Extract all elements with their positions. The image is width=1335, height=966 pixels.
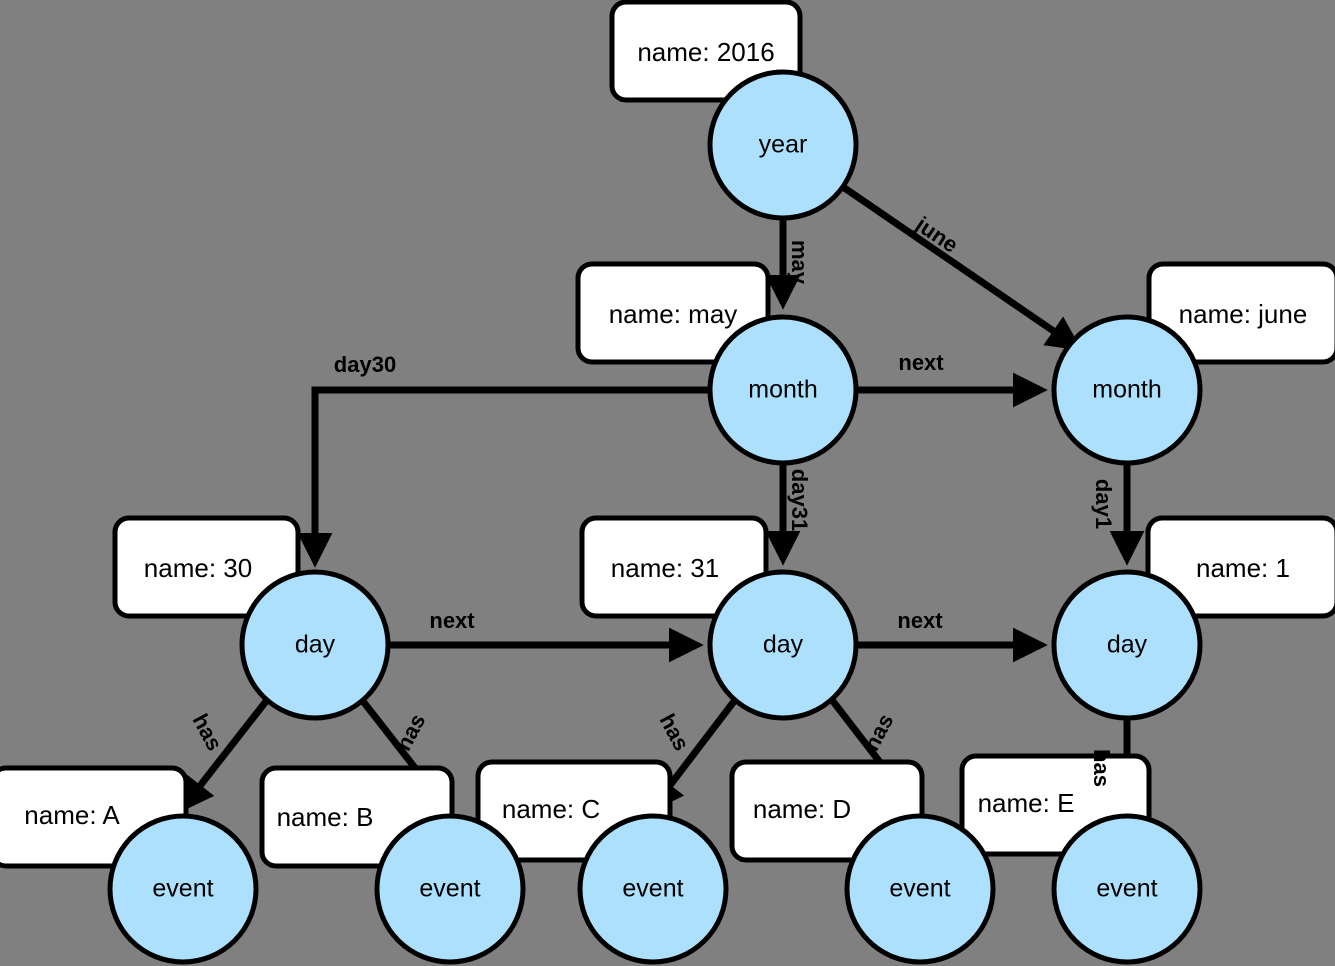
edge-label-has-e: has bbox=[1089, 749, 1114, 787]
node-event-a[interactable]: event bbox=[107, 813, 259, 965]
property-box-30[interactable]: name: 30 bbox=[112, 515, 301, 619]
node-label-day-30: day bbox=[295, 631, 336, 659]
property-label-D: name: D bbox=[753, 794, 851, 824]
property-boxes-layer: name: 2016 name: may name: june name: 30… bbox=[0, 0, 1335, 869]
node-label-event-a: event bbox=[152, 875, 213, 903]
node-day-1[interactable]: day bbox=[1051, 569, 1203, 721]
edge-day30-has-eventA[interactable] bbox=[178, 697, 270, 813]
property-label-31: name: 31 bbox=[611, 553, 719, 583]
edge-label-has-a: has bbox=[188, 710, 228, 755]
node-label-event-e: event bbox=[1096, 875, 1157, 903]
edge-label-next-day31: next bbox=[897, 608, 943, 633]
node-label-event-c: event bbox=[622, 875, 683, 903]
property-label-may: name: may bbox=[609, 299, 738, 329]
property-label-B: name: B bbox=[277, 802, 374, 832]
node-day-31[interactable]: day bbox=[707, 569, 859, 721]
node-label-year: year bbox=[759, 131, 808, 159]
node-year[interactable]: year bbox=[707, 69, 859, 221]
property-label-A: name: A bbox=[24, 800, 120, 830]
property-box-2016[interactable]: name: 2016 bbox=[609, 0, 803, 103]
edge-may-day30[interactable] bbox=[297, 386, 710, 568]
edge-label-has-d: has bbox=[859, 710, 899, 755]
node-label-day-1: day bbox=[1107, 631, 1148, 659]
node-event-c[interactable]: event bbox=[577, 813, 729, 965]
edge-label-day30: day30 bbox=[334, 352, 396, 377]
node-label-event-b: event bbox=[419, 875, 480, 903]
edge-label-next-months: next bbox=[898, 350, 944, 375]
property-box-31[interactable]: name: 31 bbox=[579, 515, 769, 619]
edge-year-june[interactable] bbox=[841, 184, 1083, 351]
node-event-d[interactable]: event bbox=[844, 813, 996, 965]
node-label-month-june: month bbox=[1092, 376, 1161, 404]
edge-label-next-day30: next bbox=[429, 608, 475, 633]
node-month-june[interactable]: month bbox=[1051, 314, 1203, 466]
property-box-1[interactable]: name: 1 bbox=[1145, 515, 1335, 619]
property-label-30: name: 30 bbox=[144, 553, 252, 583]
node-label-day-31: day bbox=[763, 631, 804, 659]
node-day-30[interactable]: day bbox=[239, 569, 391, 721]
node-month-may[interactable]: month bbox=[707, 314, 859, 466]
edge-label-day1: day1 bbox=[1091, 479, 1116, 529]
edge-label-has-c: has bbox=[655, 710, 695, 755]
node-event-b[interactable]: event bbox=[374, 813, 526, 965]
edge-label-may: may bbox=[787, 240, 812, 285]
nodes-layer: year month month day day day bbox=[107, 69, 1203, 965]
edge-label-day31: day31 bbox=[787, 469, 812, 531]
property-box-june[interactable]: name: june bbox=[1146, 261, 1335, 365]
property-label-2016: name: 2016 bbox=[637, 37, 774, 67]
node-label-event-d: event bbox=[889, 875, 950, 903]
node-event-e[interactable]: event bbox=[1051, 813, 1203, 965]
node-label-month-may: month bbox=[748, 376, 817, 404]
property-box-may[interactable]: name: may bbox=[575, 261, 771, 365]
property-label-june: name: june bbox=[1179, 299, 1308, 329]
property-label-1: name: 1 bbox=[1196, 553, 1290, 583]
property-label-E: name: E bbox=[978, 788, 1075, 818]
property-label-C: name: C bbox=[502, 794, 600, 824]
